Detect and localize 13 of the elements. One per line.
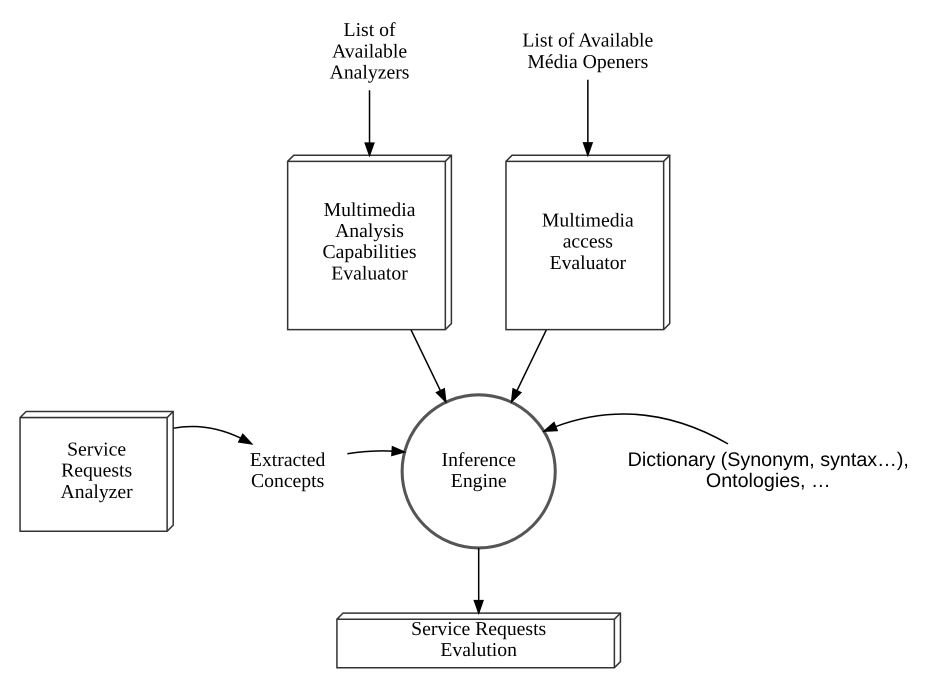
node-text: List of Available Analyzers: [330, 19, 410, 84]
arrow: [347, 446, 407, 456]
node-circle: Inference Engine: [400, 393, 557, 550]
arrow: [410, 330, 447, 404]
node-text: Dictionary (Synonym, syntax…), Ontologies, …: [628, 448, 909, 492]
node-text: Extracted Concepts: [250, 448, 326, 492]
node-text: List of Available Média Openers: [522, 30, 654, 73]
arrow: [364, 90, 375, 158]
arrow: [582, 80, 594, 158]
arrow: [510, 330, 547, 404]
arrow: [173, 426, 254, 445]
arrow: [542, 413, 728, 445]
arrow: [473, 548, 484, 616]
